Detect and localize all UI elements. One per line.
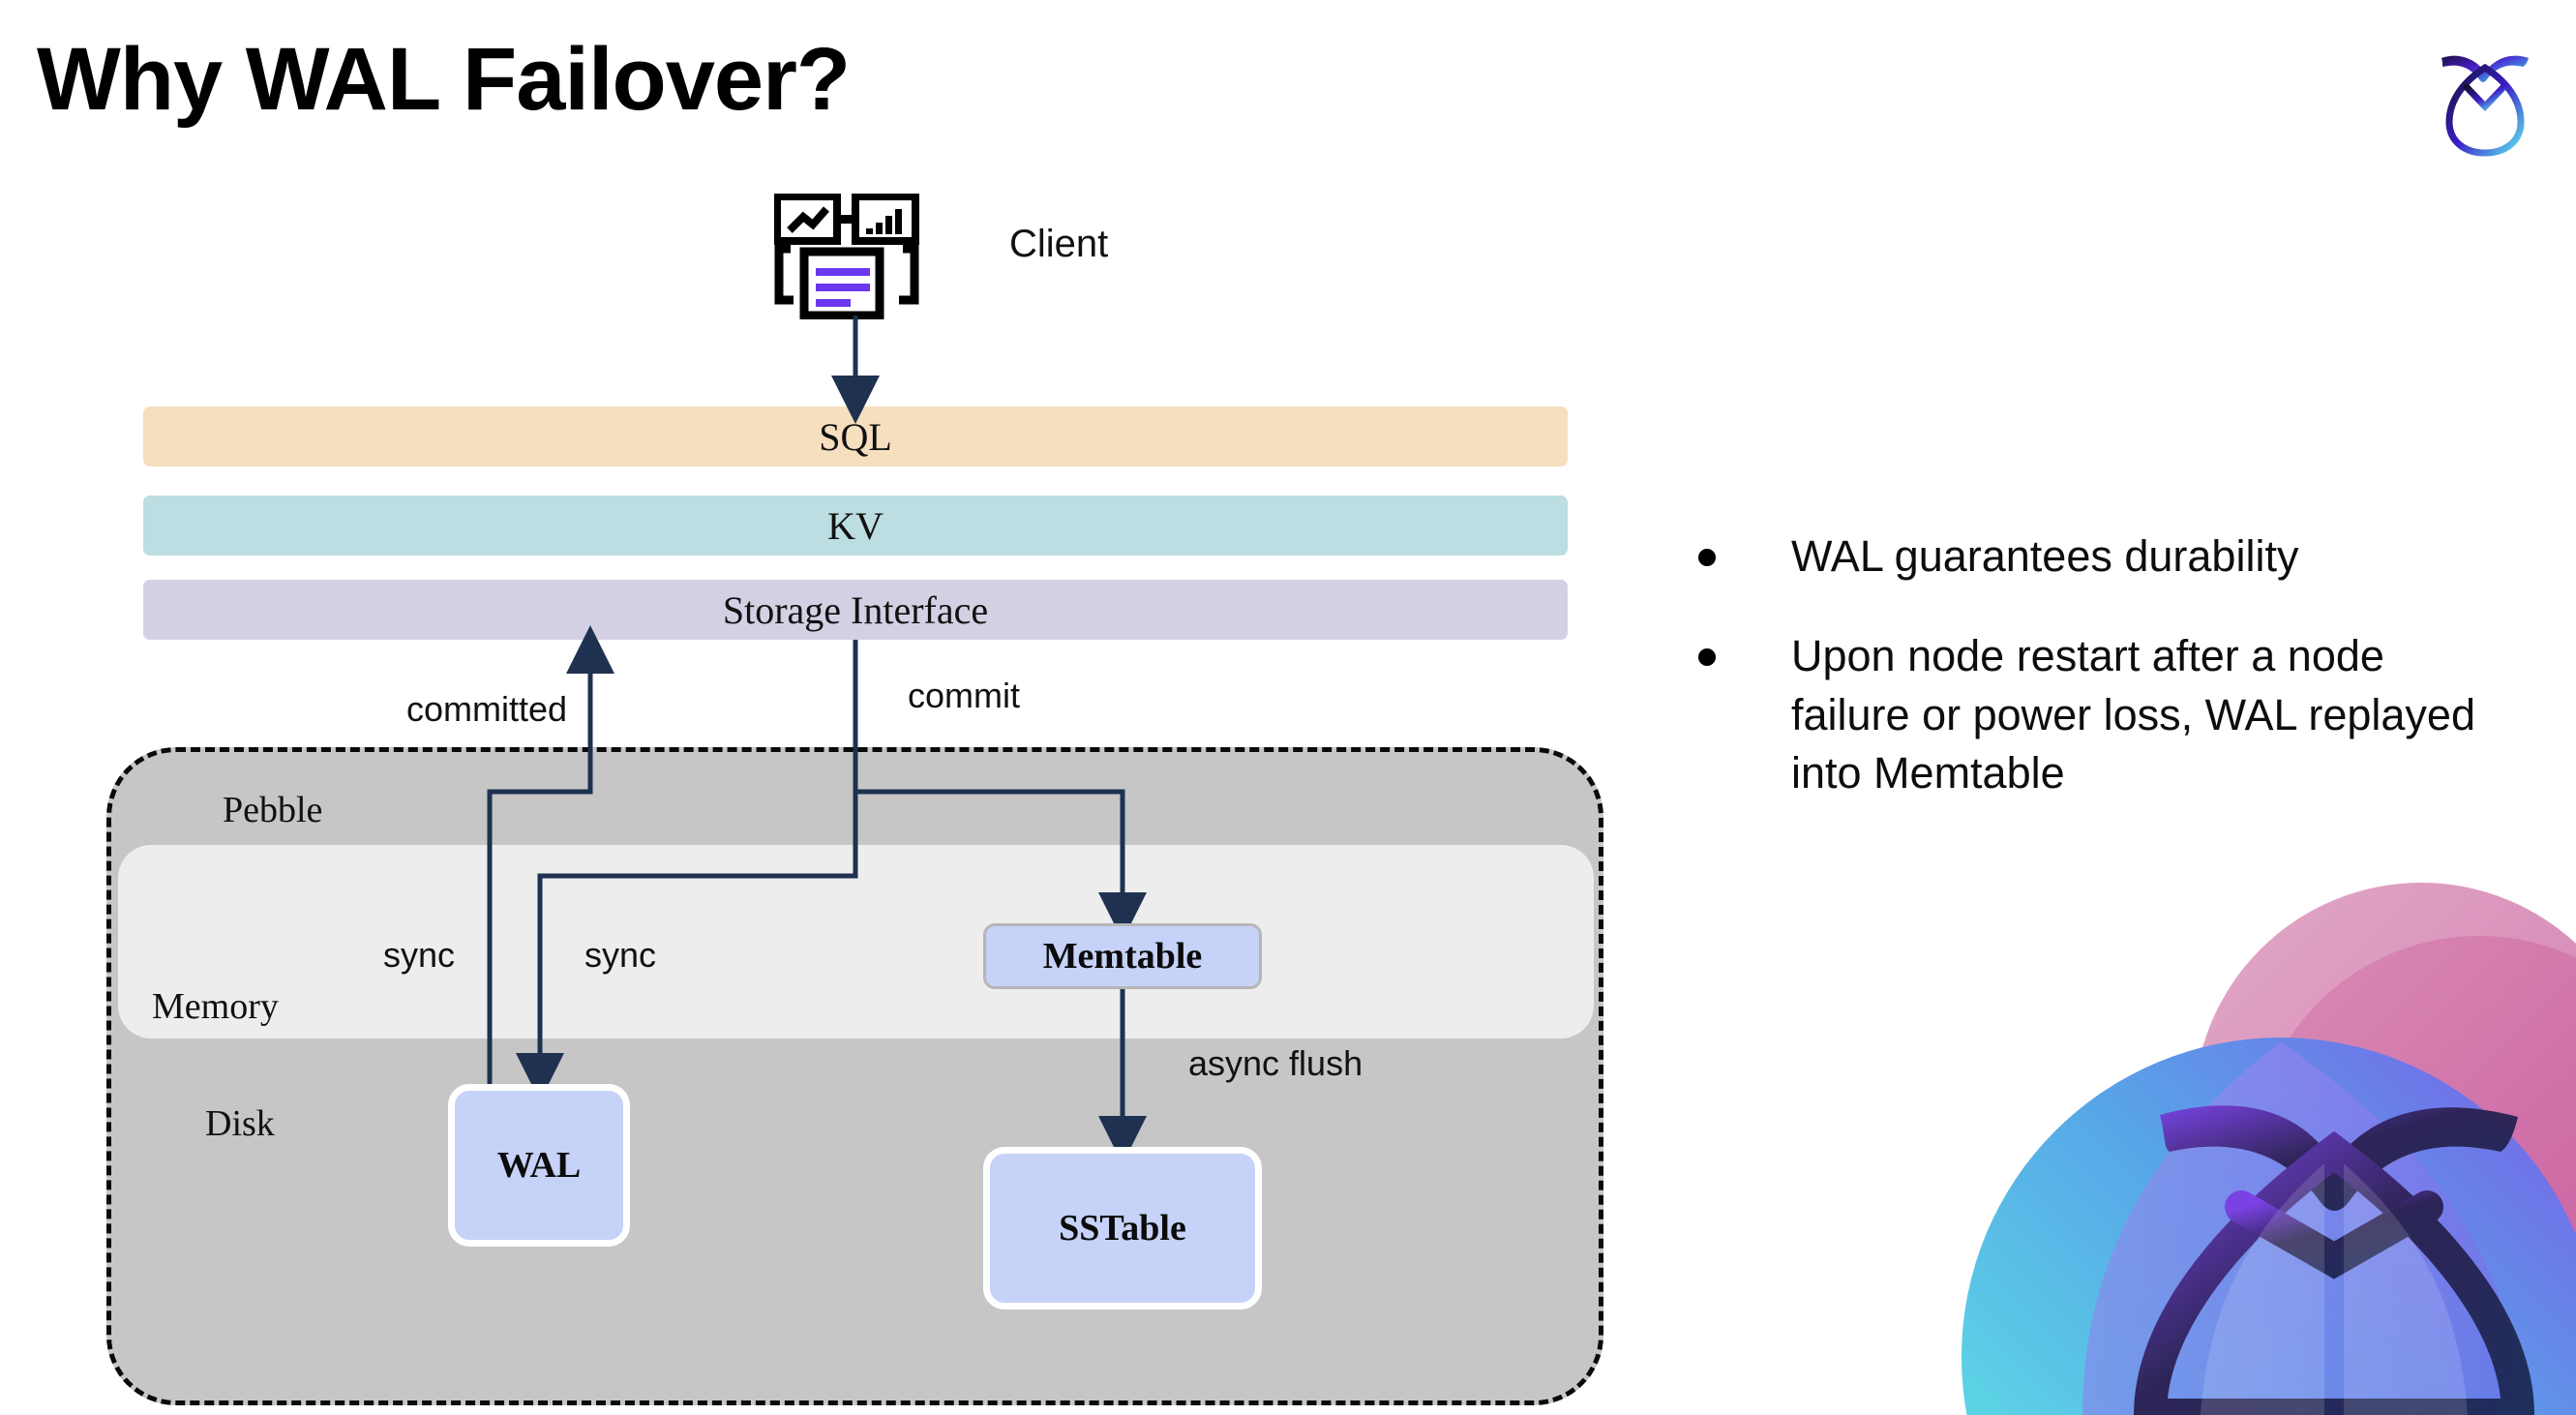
- node-memtable-label: Memtable: [1042, 936, 1203, 977]
- node-wal: WAL: [448, 1084, 630, 1247]
- edge-label-commit: commit: [908, 676, 1020, 715]
- edge-label-sync-right: sync: [584, 935, 657, 975]
- client-label: Client: [1009, 223, 1109, 265]
- layer-bar-storage-interface-label: Storage Interface: [722, 587, 989, 632]
- layer-bar-sql: SQL: [143, 406, 1568, 467]
- memory-label: Memory: [152, 986, 279, 1027]
- list-item: Upon node restart after a node failure o…: [1698, 627, 2501, 803]
- bullet-text: Upon node restart after a node failure o…: [1791, 630, 2475, 798]
- layer-bar-sql-label: SQL: [819, 414, 892, 459]
- node-sstable-label: SSTable: [1059, 1208, 1186, 1249]
- bullet-list: WAL guarantees durability Upon node rest…: [1698, 527, 2501, 844]
- layer-bar-storage-interface: Storage Interface: [143, 580, 1568, 640]
- node-sstable: SSTable: [983, 1147, 1262, 1310]
- page-title: Why WAL Failover?: [37, 30, 851, 129]
- bullet-dot-icon: [1698, 549, 1716, 566]
- edge-label-sync-left: sync: [383, 935, 456, 975]
- pebble-label: Pebble: [223, 790, 323, 830]
- node-memtable: Memtable: [983, 923, 1262, 989]
- layer-bar-kv-label: KV: [827, 503, 884, 548]
- bullet-dot-icon: [1698, 647, 1716, 666]
- list-item: WAL guarantees durability: [1698, 527, 2501, 587]
- cockroachdb-decorative-circles: [1841, 873, 2576, 1415]
- node-wal-label: WAL: [496, 1145, 582, 1186]
- layer-bar-kv: KV: [143, 496, 1568, 556]
- cockroachdb-logo-icon: [2432, 37, 2538, 157]
- edge-label-async-flush: async flush: [1188, 1043, 1363, 1083]
- memory-region: [118, 845, 1594, 1039]
- disk-label: Disk: [205, 1103, 275, 1144]
- edge-label-committed: committed: [406, 689, 568, 729]
- client-dashboard-icon: [773, 193, 929, 320]
- bullet-text: WAL guarantees durability: [1791, 531, 2299, 581]
